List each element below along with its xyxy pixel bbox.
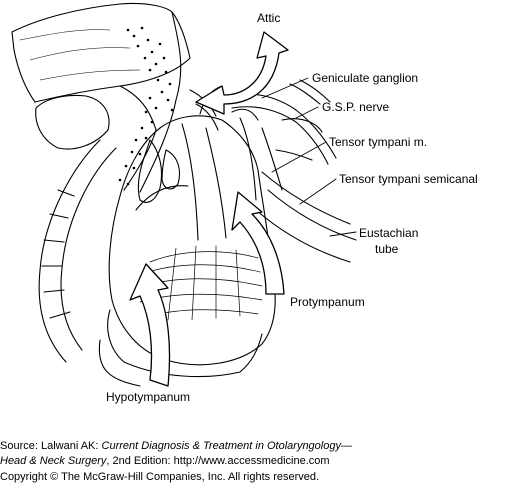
edition-text: , 2nd Edition: http://www.accessmedicine… bbox=[106, 455, 330, 467]
arrows bbox=[129, 31, 289, 387]
book-title-2: Head & Neck Surgery bbox=[0, 455, 107, 467]
source-line-2: Head & Neck Surgery, 2nd Edition: http:/… bbox=[0, 455, 330, 467]
label-geniculate-ganglion: Geniculate ganglion bbox=[312, 71, 419, 85]
book-title-1: Current Diagnosis & Treatment in Otolary… bbox=[101, 440, 352, 452]
leader-lines bbox=[261, 77, 357, 237]
label-protympanum: Protympanum bbox=[290, 295, 365, 309]
label-gsp-nerve: G.S.P. nerve bbox=[322, 100, 390, 114]
label-tensor-tympani-muscle: Tensor tympani m. bbox=[329, 135, 428, 149]
label-attic: Attic bbox=[257, 11, 281, 25]
label-eustachian-tube: tube bbox=[375, 242, 399, 256]
attic-arrow bbox=[195, 31, 289, 115]
tegmen-bone bbox=[11, 2, 191, 193]
label-hypotympanum: Hypotympanum bbox=[106, 390, 191, 404]
source-prefix: Source: Lalwani AK: bbox=[0, 440, 102, 452]
source-line: Source: Lalwani AK: Current Diagnosis & … bbox=[0, 440, 352, 452]
tympanic-annulus bbox=[38, 139, 117, 363]
label-eustachian: Eustachian bbox=[359, 226, 419, 240]
tympanic-cavity bbox=[98, 85, 276, 387]
label-tensor-tympani-semicanal: Tensor tympani semicanal bbox=[339, 172, 478, 186]
protympanum-arrow bbox=[231, 191, 285, 295]
hypotympanum-arrow bbox=[129, 263, 171, 387]
copyright-line: Copyright © The McGraw-Hill Companies, I… bbox=[0, 471, 320, 483]
